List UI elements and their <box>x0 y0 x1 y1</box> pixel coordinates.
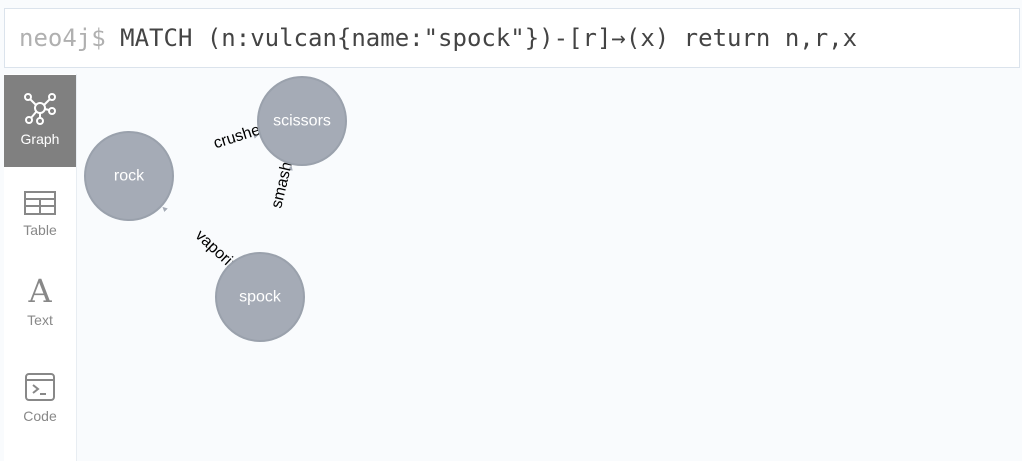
node-circle <box>257 76 347 166</box>
tab-label: Table <box>23 222 57 238</box>
graph-icon <box>24 93 56 125</box>
node-circle <box>84 131 174 221</box>
node-label: rock <box>114 168 145 185</box>
query-prompt: neo4j$ <box>19 24 106 52</box>
view-sidebar: Graph Table A Text Code <box>4 74 77 461</box>
tab-graph[interactable]: Graph <box>4 75 76 167</box>
table-icon <box>24 191 56 215</box>
edge-line <box>173 158 186 162</box>
edge-line <box>271 239 274 252</box>
text-icon: A <box>28 272 52 310</box>
tab-code[interactable]: Code <box>4 360 76 452</box>
relationship-crushes[interactable]: crushes <box>173 119 271 162</box>
tab-table[interactable]: Table <box>4 174 76 266</box>
node-scissors[interactable]: scissors <box>257 76 347 166</box>
code-icon <box>25 373 55 401</box>
node-rock[interactable]: rock <box>84 131 174 221</box>
tab-label: Graph <box>20 131 60 147</box>
tab-label: Text <box>27 312 53 328</box>
node-spock[interactable]: spock <box>215 252 305 342</box>
edge-arrow <box>162 206 168 213</box>
node-circle <box>215 252 305 342</box>
tab-text[interactable]: A Text <box>4 266 76 358</box>
query-editor[interactable]: neo4j$ MATCH (n:vulcan{name:"spock"})-[r… <box>4 8 1020 68</box>
tab-label: Code <box>23 408 57 424</box>
node-label: spock <box>239 289 282 306</box>
query-text[interactable]: MATCH (n:vulcan{name:"spock"})-[r]→(x) r… <box>120 24 858 52</box>
node-label: scissors <box>273 113 331 130</box>
